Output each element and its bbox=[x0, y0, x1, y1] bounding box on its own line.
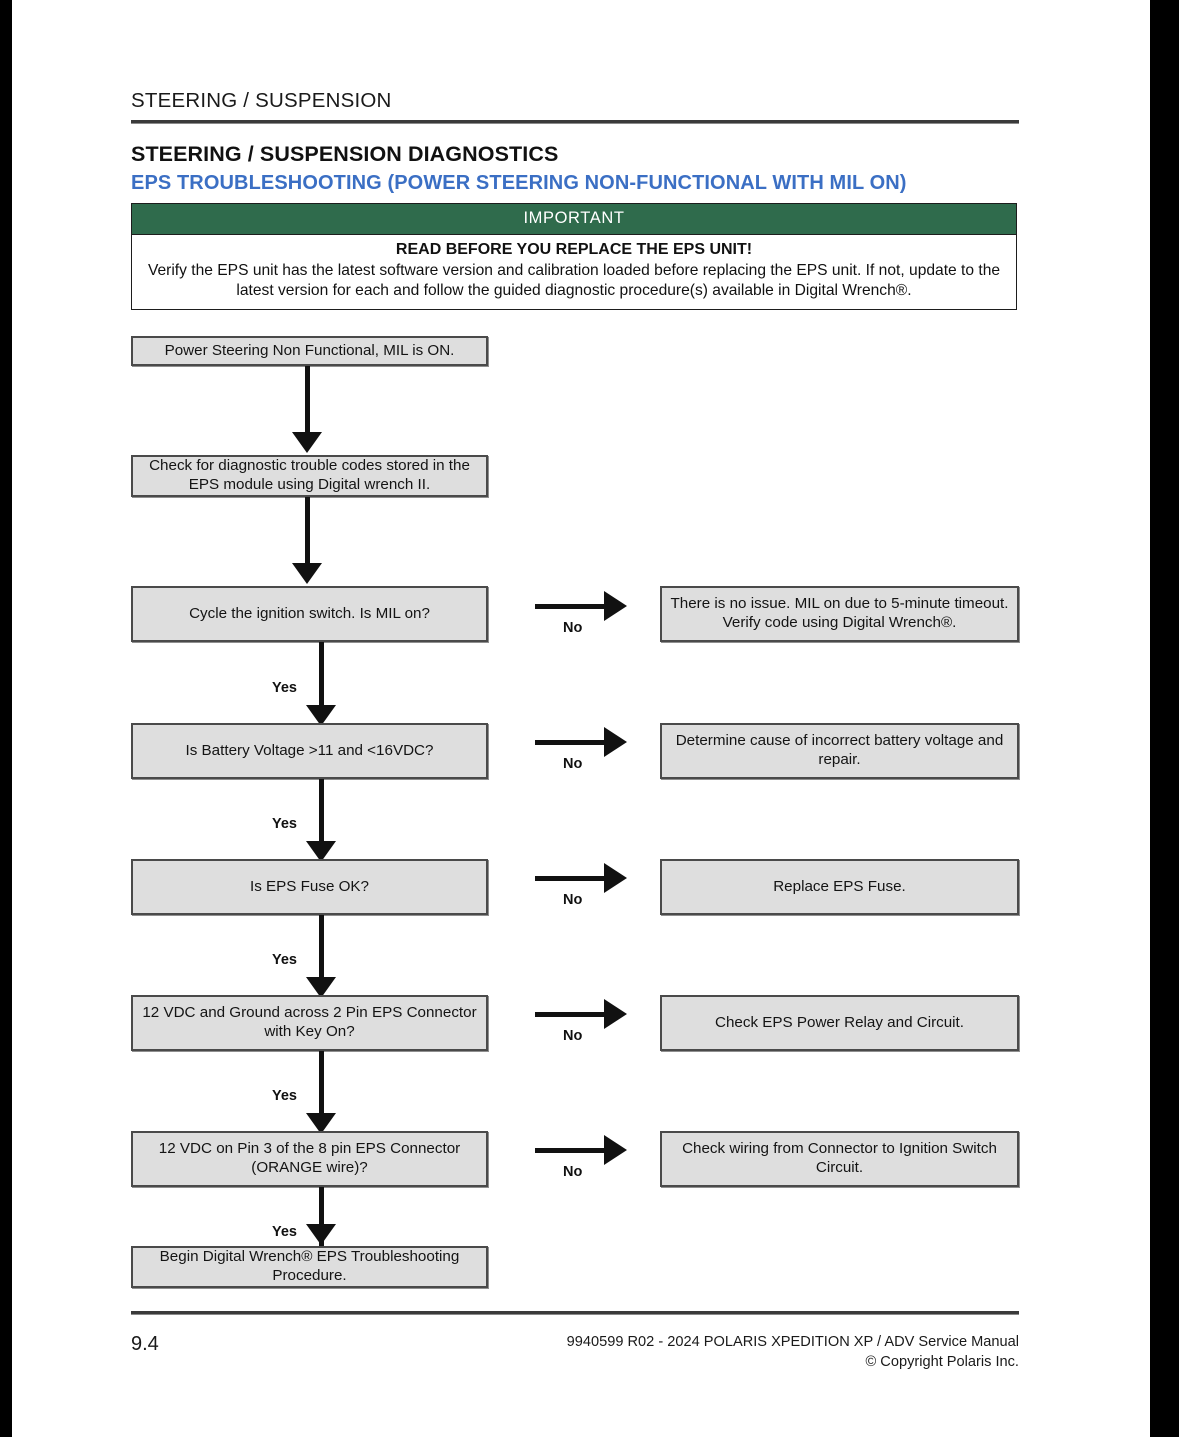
flow-node-text: Check for diagnostic trouble codes store… bbox=[149, 457, 470, 493]
flow-node-q5-pin3-orange: 12 VDC on Pin 3 of the 8 pin EPS Connect… bbox=[131, 1130, 488, 1187]
flow-node-text: Cycle the ignition switch. Is MIL on? bbox=[189, 604, 430, 622]
flow-node-text: Check EPS Power Relay and Circuit. bbox=[714, 1013, 964, 1031]
connector-line-q3-q4 bbox=[319, 914, 324, 988]
edge-label-q5-no: No bbox=[563, 1163, 583, 1180]
branch-line-q4-no bbox=[535, 1011, 607, 1017]
footer-manual-line: 9940599 R02 - 2024 POLARIS XPEDITION XP … bbox=[566, 1333, 1019, 1350]
connector-arrowhead-q3-q4 bbox=[306, 976, 336, 998]
header-rule bbox=[131, 120, 1019, 124]
connector-line-check-q1 bbox=[305, 496, 310, 570]
flow-node-text: Replace EPS Fuse. bbox=[773, 877, 906, 895]
flow-node-text: 12 VDC and Ground across 2 Pin EPS Conne… bbox=[142, 1004, 477, 1040]
connector-line-q4-q5 bbox=[319, 1050, 324, 1124]
callout-label: IMPORTANT bbox=[132, 204, 1016, 235]
connector-line-q5-end bbox=[319, 1186, 324, 1260]
page-content: STEERING / SUSPENSION STEERING / SUSPENS… bbox=[131, 0, 1019, 1372]
callout-title: READ BEFORE YOU REPLACE THE EPS UNIT! bbox=[395, 241, 753, 258]
edge-label-q1-yes: Yes bbox=[272, 679, 297, 696]
flow-node-check-dtc: Check for diagnostic trouble codes store… bbox=[131, 454, 488, 497]
page-title: STEERING / SUSPENSION DIAGNOSTICS bbox=[131, 142, 559, 166]
flow-node-text: There is no issue. MIL on due to 5-minut… bbox=[670, 595, 1009, 631]
flow-node-text: Is Battery Voltage >11 and <16VDC? bbox=[185, 741, 434, 759]
footer-copyright-line: © Copyright Polaris Inc. bbox=[865, 1353, 1019, 1370]
important-callout: IMPORTANT READ BEFORE YOU REPLACE THE EP… bbox=[131, 203, 1017, 310]
flow-node-q2-battery-voltage: Is Battery Voltage >11 and <16VDC? bbox=[131, 722, 488, 779]
flow-node-q5-no-result: Check wiring from Connector to Ignition … bbox=[660, 1130, 1019, 1187]
page-subtitle: EPS TROUBLESHOOTING (POWER STEERING NON-… bbox=[131, 172, 907, 194]
callout-body: READ BEFORE YOU REPLACE THE EPS UNIT! Ve… bbox=[132, 235, 1016, 309]
connector-arrowhead-q2-q3 bbox=[306, 840, 336, 862]
flow-node-q2-no-result: Determine cause of incorrect battery vol… bbox=[660, 722, 1019, 779]
branch-arrowhead-q4-no bbox=[604, 998, 627, 1029]
flow-node-q4-2pin-connector: 12 VDC and Ground across 2 Pin EPS Conne… bbox=[131, 994, 488, 1051]
flow-node-text: 12 VDC on Pin 3 of the 8 pin EPS Connect… bbox=[158, 1140, 461, 1176]
branch-line-q5-no bbox=[535, 1147, 607, 1153]
connector-arrowhead-check-q1 bbox=[292, 562, 322, 584]
page-canvas: STEERING / SUSPENSION STEERING / SUSPENS… bbox=[12, 0, 1150, 1437]
connector-line-start-check bbox=[305, 365, 310, 439]
flow-node-end-digital-wrench: Begin Digital Wrench® EPS Troubleshootin… bbox=[131, 1245, 488, 1288]
branch-arrowhead-q3-no bbox=[604, 862, 627, 893]
branch-line-q2-no bbox=[535, 739, 607, 745]
flow-node-q3-no-result: Replace EPS Fuse. bbox=[660, 858, 1019, 915]
connector-arrowhead-start-check bbox=[292, 431, 322, 453]
eps-troubleshooting-flowchart: Power Steering Non Functional, MIL is ON… bbox=[131, 335, 1019, 1288]
edge-label-q2-no: No bbox=[563, 755, 583, 772]
connector-arrowhead-q5-end bbox=[306, 1223, 336, 1245]
connector-arrowhead-q1-q2 bbox=[306, 704, 336, 726]
branch-line-q1-no bbox=[535, 603, 607, 609]
flow-node-text: Begin Digital Wrench® EPS Troubleshootin… bbox=[159, 1248, 460, 1284]
callout-text: Verify the EPS unit has the latest softw… bbox=[147, 262, 1001, 299]
page-footer: 9.4 9940599 R02 - 2024 POLARIS XPEDITION… bbox=[131, 1315, 1019, 1372]
edge-label-q3-no: No bbox=[563, 891, 583, 908]
branch-line-q3-no bbox=[535, 875, 607, 881]
footer-rule bbox=[131, 1310, 1019, 1315]
connector-arrowhead-q4-q5 bbox=[306, 1112, 336, 1134]
connector-line-q2-q3 bbox=[319, 778, 324, 852]
footer-manual-info: 9940599 R02 - 2024 POLARIS XPEDITION XP … bbox=[567, 1333, 1019, 1372]
edge-label-q1-no: No bbox=[563, 619, 583, 636]
flow-node-text: Determine cause of incorrect battery vol… bbox=[675, 732, 1004, 768]
flow-node-q3-eps-fuse: Is EPS Fuse OK? bbox=[131, 858, 488, 915]
edge-label-q5-yes: Yes bbox=[272, 1223, 297, 1240]
connector-line-q1-q2 bbox=[319, 641, 324, 715]
edge-label-q4-no: No bbox=[563, 1027, 583, 1044]
flow-node-q4-no-result: Check EPS Power Relay and Circuit. bbox=[660, 994, 1019, 1051]
branch-arrowhead-q1-no bbox=[604, 590, 627, 621]
edge-label-q2-yes: Yes bbox=[272, 815, 297, 832]
branch-arrowhead-q2-no bbox=[604, 726, 627, 757]
flow-node-q1-no-result: There is no issue. MIL on due to 5-minut… bbox=[660, 585, 1019, 642]
edge-label-q4-yes: Yes bbox=[272, 1087, 297, 1104]
branch-arrowhead-q5-no bbox=[604, 1134, 627, 1165]
flow-node-text: Check wiring from Connector to Ignition … bbox=[682, 1140, 997, 1176]
flow-node-text: Is EPS Fuse OK? bbox=[249, 877, 370, 895]
flow-node-start: Power Steering Non Functional, MIL is ON… bbox=[131, 335, 488, 366]
edge-label-q3-yes: Yes bbox=[272, 951, 297, 968]
flow-node-q1-cycle-ignition: Cycle the ignition switch. Is MIL on? bbox=[131, 585, 488, 642]
running-head: STEERING / SUSPENSION bbox=[131, 89, 392, 112]
flow-node-text: Power Steering Non Functional, MIL is ON… bbox=[164, 341, 455, 359]
page-number: 9.4 bbox=[131, 1332, 159, 1355]
